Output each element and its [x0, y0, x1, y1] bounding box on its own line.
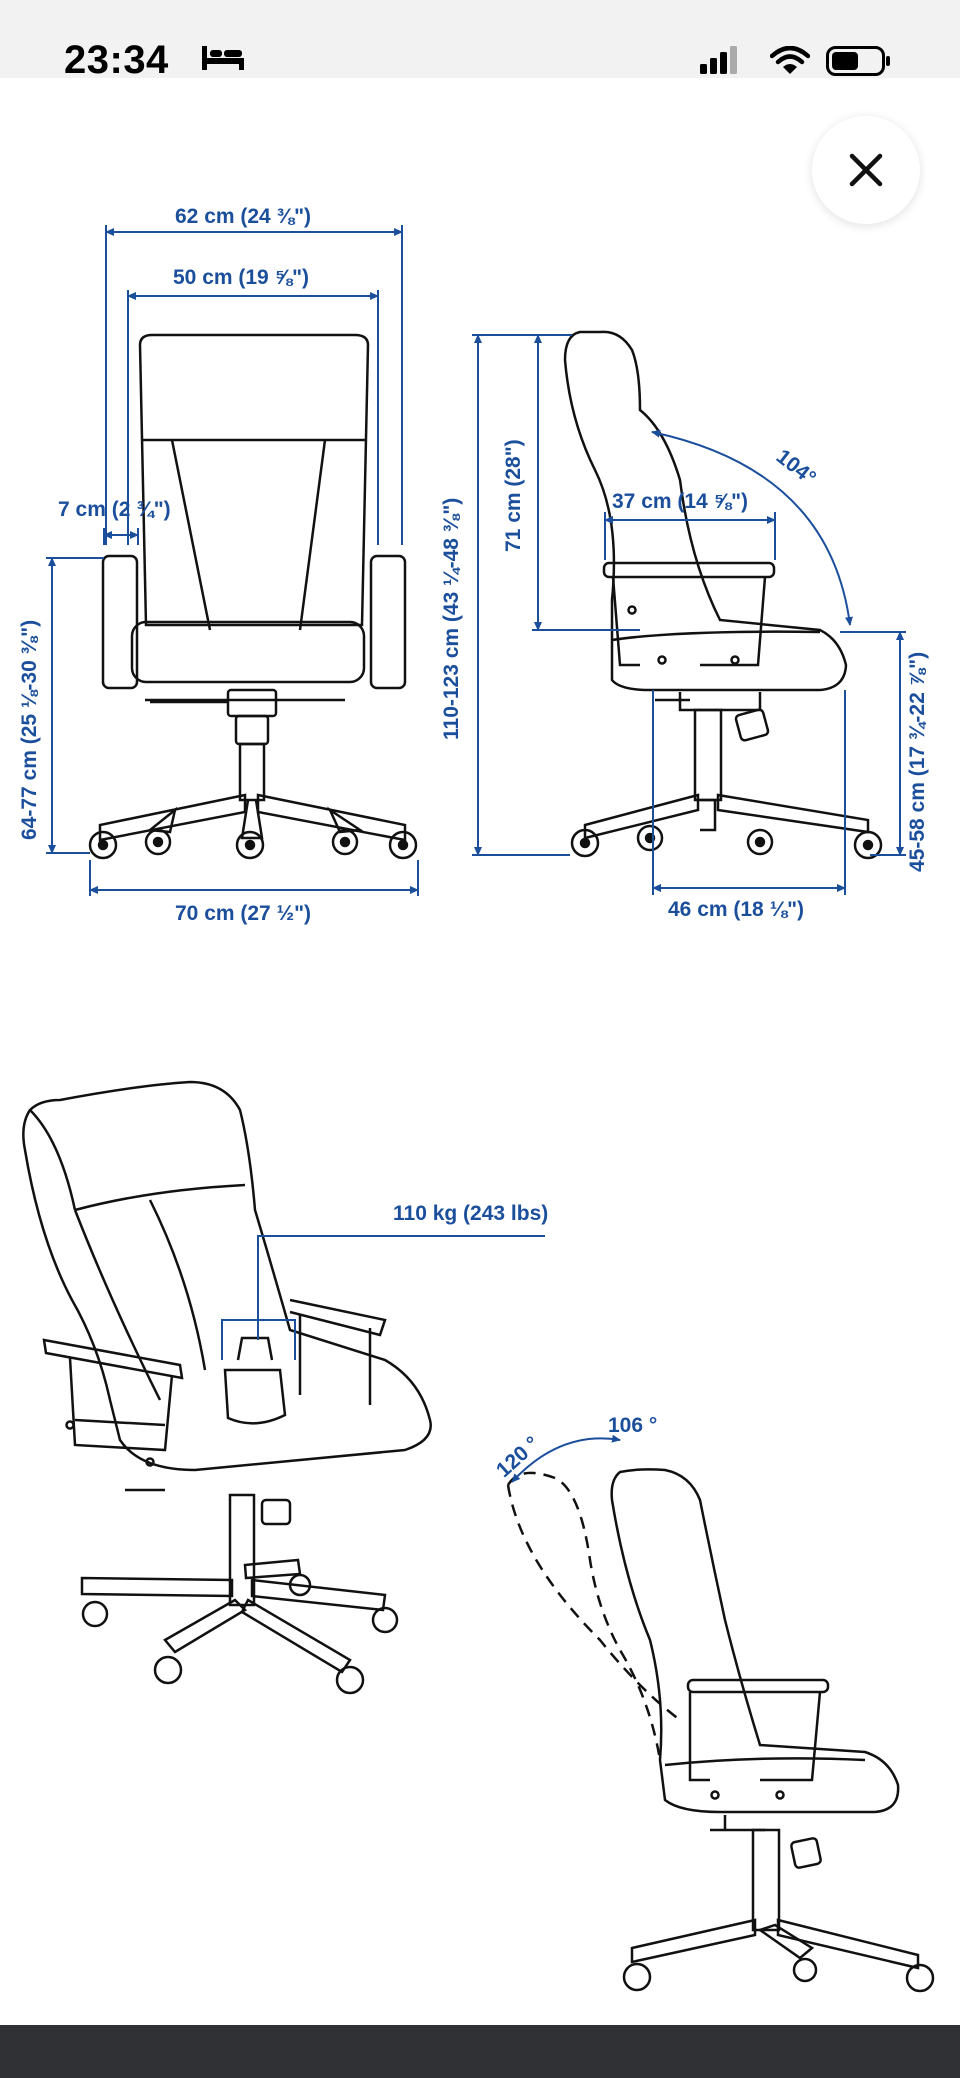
- side-view-dimension-lines: [472, 334, 906, 895]
- dimension-back-width: 50 cm (19 ⅝"): [173, 266, 310, 289]
- cellular-signal-icon: [700, 46, 737, 74]
- tilt-view-chair: [506, 1468, 935, 1993]
- status-bar: 23:34: [0, 0, 960, 82]
- status-time: 23:34: [64, 38, 169, 82]
- dimension-total-width: 62 cm (24 ⅜"): [175, 205, 312, 228]
- dimension-tilt-min: 106 °: [608, 1414, 658, 1437]
- dimension-back-height: 71 cm (28"): [502, 439, 525, 552]
- dimension-seat-depth: 37 cm (14 ⅝"): [612, 490, 749, 513]
- battery-icon: [826, 46, 890, 76]
- next-image-preview: [0, 2025, 960, 2078]
- dimension-arm-width: 7 cm (2 ¾"): [58, 498, 171, 521]
- tilt-angle-arc: [511, 1434, 621, 1483]
- front-view-chair: [88, 333, 418, 860]
- dimension-max-load: 110 kg (243 lbs): [393, 1202, 549, 1225]
- chair-illustrations: [22, 225, 935, 1993]
- dimension-base-width: 70 cm (27 ½"): [175, 902, 312, 925]
- front-view-dimension-lines: [46, 225, 419, 896]
- dimension-total-height: 110-123 cm (43 ¼-48 ⅜"): [440, 497, 463, 740]
- close-icon: [849, 153, 883, 187]
- bed-icon: [202, 46, 244, 70]
- dimension-armrest-height: 64-77 cm (25 ⅛-30 ⅜"): [18, 619, 41, 840]
- dimension-seat-height: 45-58 cm (17 ¾-22 ⅞"): [906, 651, 929, 872]
- side-view-chair: [563, 330, 883, 860]
- wifi-icon: [770, 46, 810, 74]
- dimension-total-depth: 46 cm (18 ⅛"): [668, 898, 805, 921]
- perspective-view-chair: [22, 1080, 432, 1695]
- load-indicator-lines: [221, 1235, 545, 1360]
- close-button[interactable]: [812, 116, 920, 224]
